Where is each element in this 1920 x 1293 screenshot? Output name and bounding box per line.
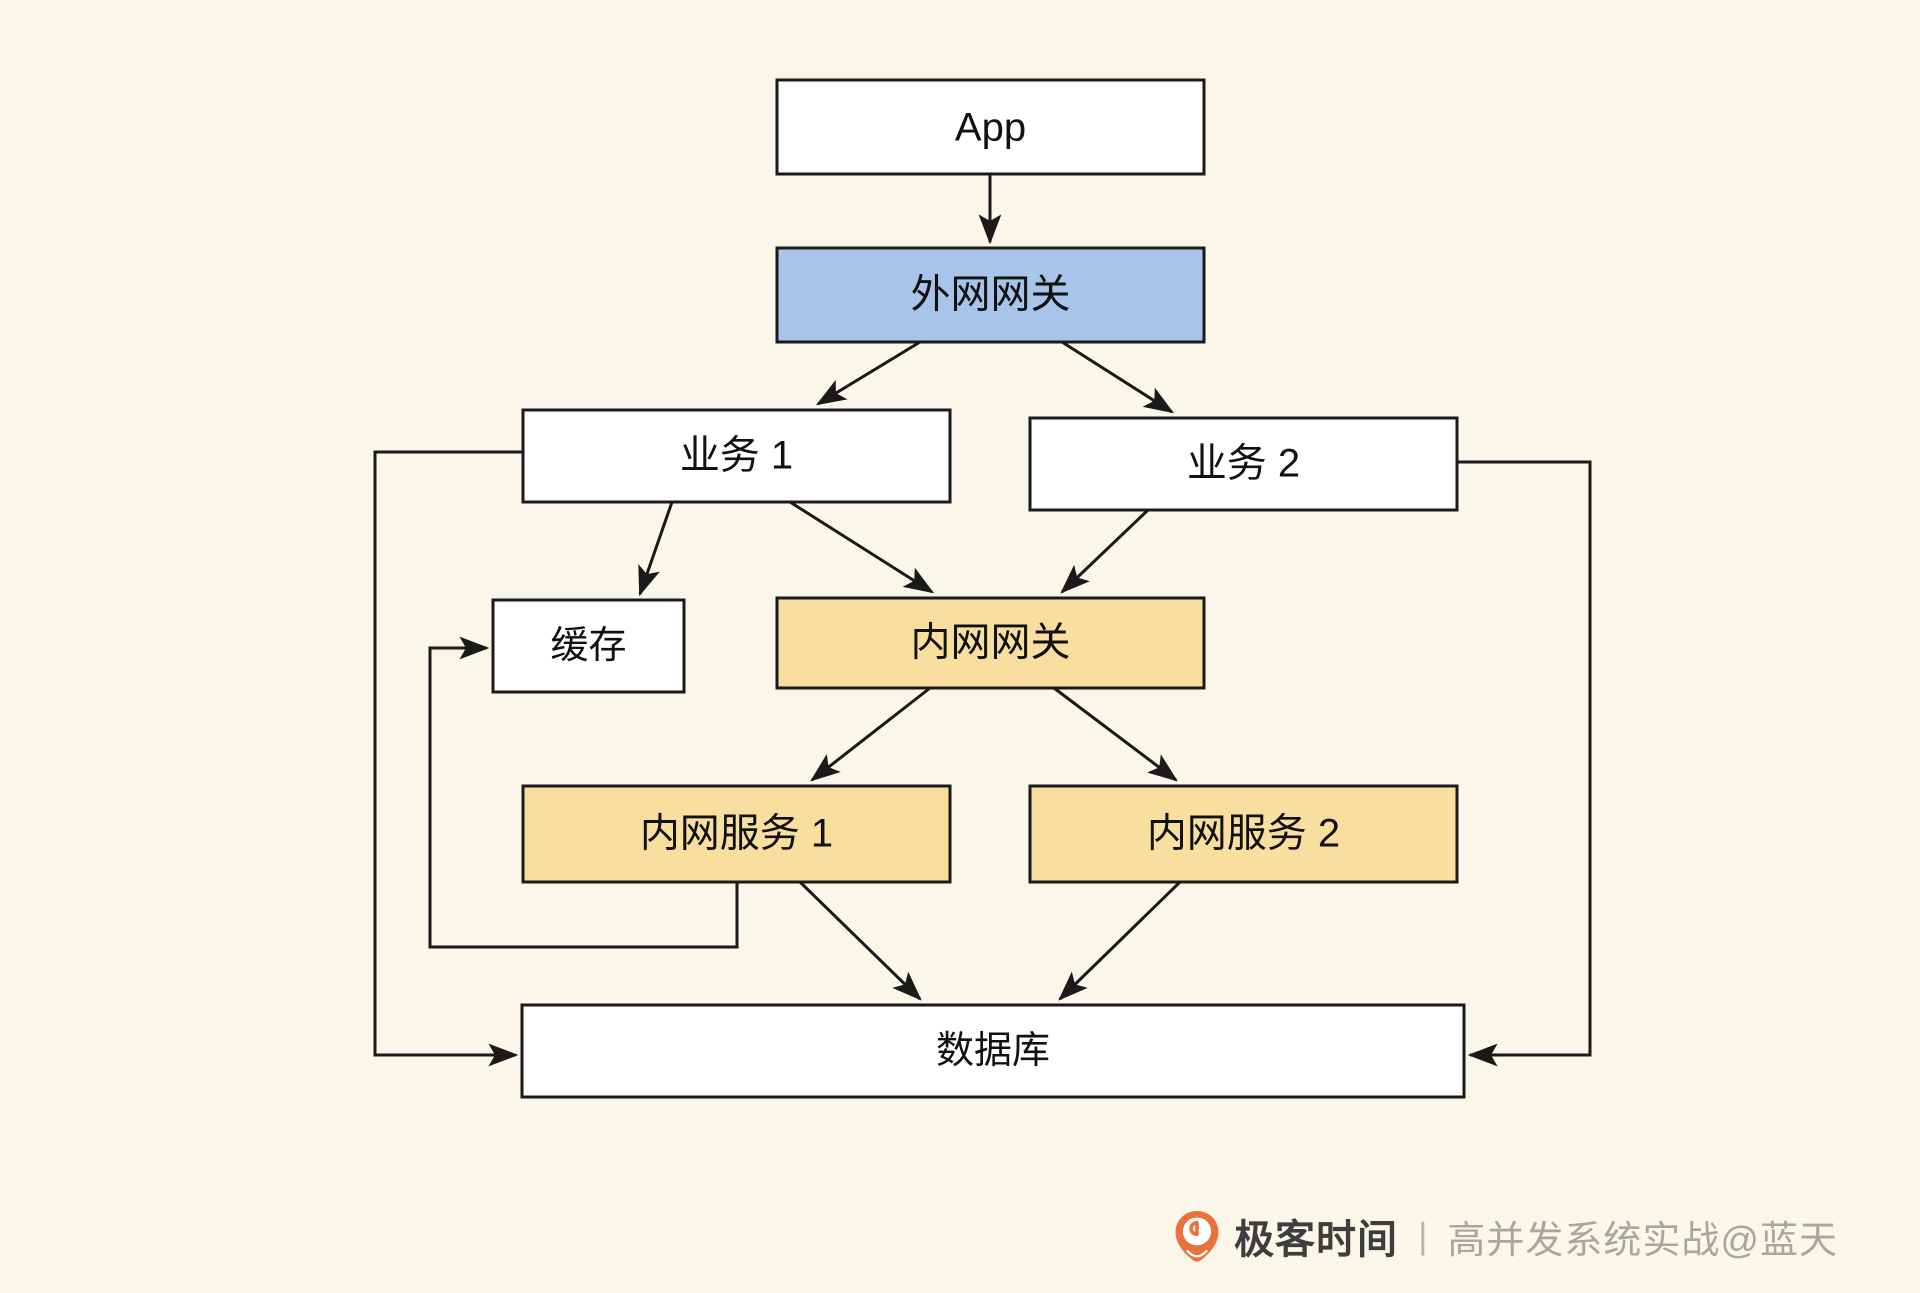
node-int-service-1-label: 内网服务 1 bbox=[640, 812, 833, 856]
node-int-gateway-label: 内网网关 bbox=[911, 621, 1071, 665]
node-database-label: 数据库 bbox=[936, 1030, 1050, 1072]
edge-service-1-to-cache bbox=[638, 501, 674, 597]
edge-ext-gateway-to-service-2 bbox=[1061, 340, 1175, 414]
node-cache[interactable]: 缓存 bbox=[491, 598, 686, 694]
edge-int-gateway-to-int-service-1 bbox=[810, 686, 931, 782]
geekbang-logo-icon bbox=[1175, 1211, 1219, 1262]
node-int-service-2-label: 内网服务 2 bbox=[1147, 812, 1340, 856]
watermark-brand: 极客时间 bbox=[1234, 1218, 1399, 1262]
node-int-service-1[interactable]: 内网服务 1 bbox=[521, 784, 952, 884]
node-service-2[interactable]: 业务 2 bbox=[1028, 416, 1459, 512]
node-service-2-label: 业务 2 bbox=[1187, 442, 1300, 486]
node-int-gateway[interactable]: 内网网关 bbox=[775, 596, 1206, 690]
edge-service-1-to-int-gateway bbox=[789, 500, 935, 594]
edge-service-2-to-database bbox=[1457, 460, 1592, 1067]
node-service-1[interactable]: 业务 1 bbox=[521, 408, 952, 504]
watermark-separator: | bbox=[1418, 1215, 1428, 1256]
watermark: 极客时间 | 高并发系统实战@蓝天 bbox=[1174, 1207, 1838, 1265]
edge-int-gateway-to-int-service-2 bbox=[1053, 686, 1178, 782]
node-app-label: App bbox=[955, 106, 1026, 150]
edge-service-1-to-database bbox=[373, 450, 523, 1067]
edge-int-service-1-to-database bbox=[798, 880, 922, 1001]
node-database[interactable]: 数据库 bbox=[520, 1003, 1466, 1099]
node-ext-gateway[interactable]: 外网网关 bbox=[775, 246, 1206, 344]
edge-int-service-2-to-database bbox=[1058, 880, 1182, 1001]
node-ext-gateway-label: 外网网关 bbox=[911, 273, 1071, 317]
node-cache-label: 缓存 bbox=[550, 625, 626, 667]
edge-service-2-to-int-gateway bbox=[1060, 508, 1150, 594]
edge-int-service-1-to-cache bbox=[428, 636, 739, 949]
watermark-course: 高并发系统实战@蓝天 bbox=[1447, 1219, 1838, 1262]
node-int-service-2[interactable]: 内网服务 2 bbox=[1028, 784, 1459, 884]
node-service-1-label: 业务 1 bbox=[680, 434, 793, 478]
node-app[interactable]: App bbox=[775, 78, 1206, 176]
edge-ext-gateway-to-service-1 bbox=[815, 340, 921, 406]
